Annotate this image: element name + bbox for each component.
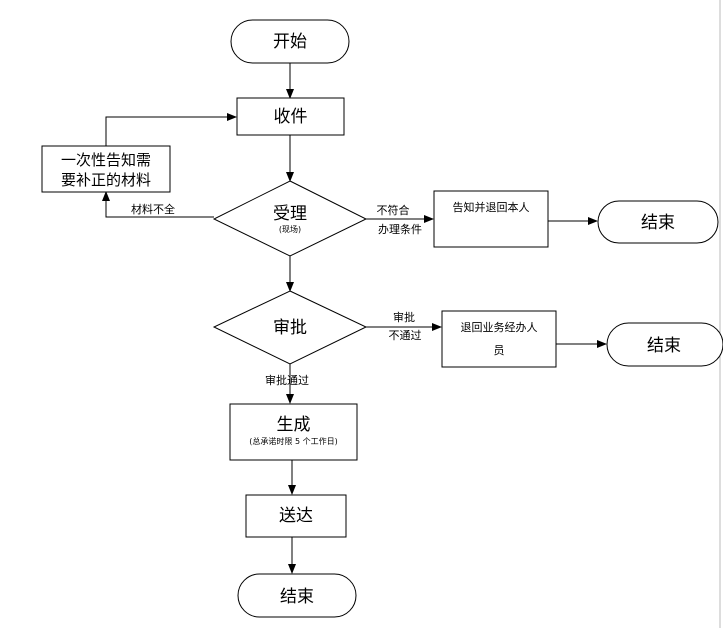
end-reject-label: 结束 [641,213,675,233]
notify-label-line2: 要补正的材料 [61,171,151,189]
return-staff-label-line1: 退回业务经办人 [461,321,538,334]
approve-label: 审批 [273,318,307,338]
deliver-label: 送达 [279,506,313,526]
start-label: 开始 [273,32,307,52]
approve-decision [212,290,368,365]
edge-label-fail-2: 不通过 [389,329,422,342]
start-terminal [230,19,350,64]
edge-label-not-meet-2: 办理条件 [378,222,422,236]
edge-label-not-meet-1: 不符合 [377,203,410,217]
accept-label: 受理 [273,204,307,224]
edge-notify-receive [105,113,237,146]
edge-accept-notify [102,191,214,218]
notify-box [41,145,171,193]
receive-box [236,97,345,136]
generate-box [229,403,358,461]
end-final-label: 结束 [280,587,314,607]
reject-return-label: 告知并退回本人 [453,200,530,214]
accept-decision [212,180,368,257]
accept-sublabel: (现场) [279,225,301,234]
receive-label: 收件 [274,107,308,127]
edge-label-pass: 审批通过 [265,373,309,387]
return-staff-box [441,310,557,368]
end-reject-terminal [597,200,719,244]
edge-label-fail-1: 审批 [393,310,415,324]
deliver-box [245,494,347,538]
edge-label-incomplete: 材料不全 [131,202,175,216]
reject-return-box [433,190,549,248]
end-final-terminal [237,573,357,618]
end-return-label: 结束 [647,336,681,356]
generate-sublabel: (总承诺时限 5 个工作日) [249,436,337,446]
notify-label-line1: 一次性告知需 [61,151,151,169]
return-staff-label-line2: 员 [494,344,505,357]
generate-label: 生成 [277,415,311,435]
end-return-terminal [606,322,723,367]
